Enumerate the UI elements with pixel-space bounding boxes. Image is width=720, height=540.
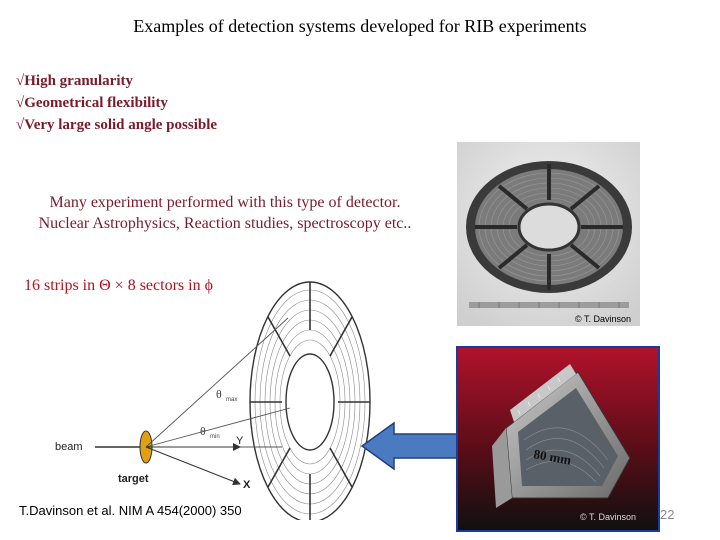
note-line: Nuclear Astrophysics, Reaction studies, … [38, 215, 412, 232]
feature-item: √Very large solid angle possible [16, 117, 218, 133]
pointer-arrow [360, 421, 463, 471]
feature-item: √Geometrical flexibility [16, 95, 168, 111]
y-axis-label: Y [236, 435, 244, 447]
segmentation-text: 16 strips in Θ × 8 sectors in ϕ [24, 277, 213, 294]
detector-photo-bottom: 80 mm © T. Davinson [456, 346, 660, 532]
theta-min-subscript: min [210, 434, 220, 440]
slide-title: Examples of detection systems developed … [133, 16, 587, 36]
schematic-diagram: beam target θ max θ min Y X [55, 281, 371, 523]
photo-credit-top: © T. Davinson [575, 314, 631, 324]
experiments-note: Many experiment performed with this type… [0, 192, 450, 234]
page-number: 22 [660, 507, 675, 522]
note-line: Many experiment performed with this type… [49, 194, 401, 211]
feature-list: √High granularity √Geometrical flexibili… [16, 70, 217, 136]
theta-min-symbol: θ [200, 424, 206, 438]
wedge-detector-photo: 80 mm © T. Davinson [458, 348, 658, 530]
detector-schematic: beam target θ max θ min Y X [50, 270, 380, 523]
citation: T.Davinson et al. NIM A 454(2000) 350 [19, 503, 242, 518]
photo-credit-bottom: © T. Davinson [580, 512, 636, 522]
theta-max-symbol: θ [216, 387, 222, 401]
x-axis-label: X [243, 479, 251, 491]
ring-detector-photo: © T. Davinson [457, 142, 640, 326]
beam-label: beam [55, 441, 83, 453]
detector-photo-top: © T. Davinson [457, 142, 640, 326]
theta-max-subscript: max [226, 397, 237, 403]
target-label: target [118, 473, 149, 485]
measure-label: 80 mm [532, 446, 572, 467]
feature-item: √High granularity [16, 73, 133, 89]
